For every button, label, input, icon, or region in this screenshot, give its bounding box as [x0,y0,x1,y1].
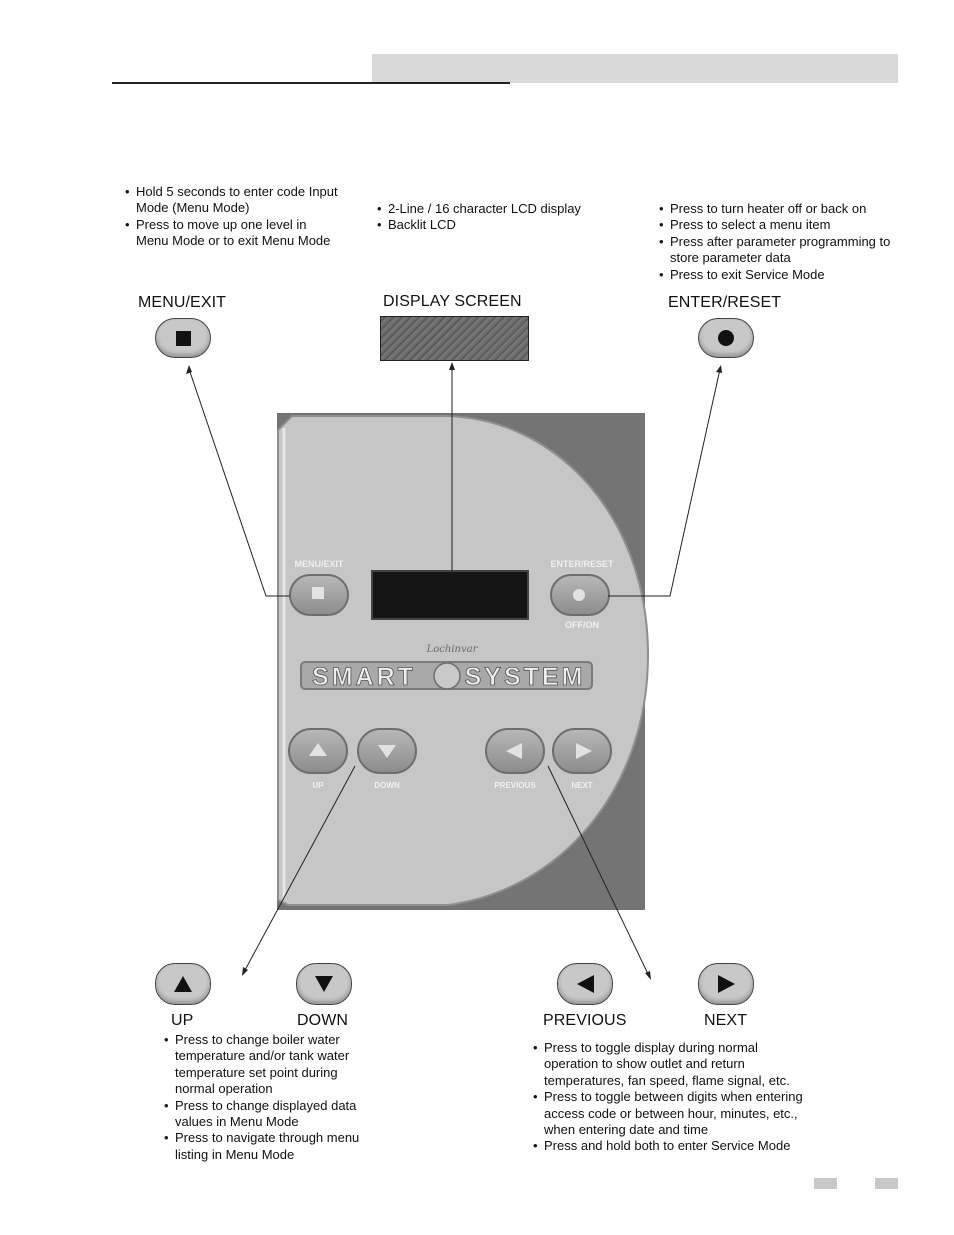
enter-reset-notes: Press to turn heater off or back on Pres… [659,201,899,283]
next-button[interactable] [698,963,754,1005]
note-item: Press to turn heater off or back on [659,201,899,218]
up-down-notes: Press to change boiler water temperature… [164,1032,376,1163]
menu-exit-label: MENU/EXIT [138,294,227,311]
logo-smart-text: SMART [312,663,416,691]
enter-reset-label: ENTER/RESET [668,294,782,311]
panel-square-icon [312,587,324,599]
logo-script-text: Lochinvar [426,644,479,655]
menu-exit-button[interactable] [155,318,211,358]
note-item: Press to change displayed data values in… [164,1098,376,1131]
panel-circle-icon [573,589,585,601]
note-item: Press to change boiler water temperature… [164,1032,376,1098]
panel-up-text: UP [312,781,324,790]
panel-down-icon [378,745,396,758]
note-item: Press after parameter programming to sto… [659,234,899,267]
display-screen [380,316,529,361]
circle-icon [718,330,734,346]
enter-reset-button[interactable] [698,318,754,358]
left-triangle-icon [576,975,594,993]
note-item: Press to toggle between digits when ente… [533,1089,815,1138]
next-label: NEXT [704,1012,748,1029]
note-item: Press to move up one level in Menu Mode … [125,217,340,250]
leader-enter-reset [608,368,721,597]
right-triangle-icon [717,975,735,993]
down-button[interactable] [296,963,352,1005]
header-bar [372,54,898,83]
note-item: Backlit LCD [377,217,617,234]
panel-previous-text: PREVIOUS [494,781,536,790]
leader-arrowheads [186,362,722,980]
leader-updown [243,765,356,973]
logo-system-text: SYSTEM [465,663,586,691]
panel-down-text: DOWN [374,781,400,790]
display-screen-label: DISPLAY SCREEN [383,293,522,310]
up-label: UP [171,1012,194,1029]
note-item: Press to select a menu item [659,217,899,234]
leader-menu-exit [188,368,290,597]
panel-face [277,415,650,906]
square-icon [175,330,191,346]
panel-next-text: NEXT [571,781,592,790]
note-item: Press to exit Service Mode [659,267,899,284]
panel-previous-icon [506,743,522,759]
panel-menu-exit-text: MENU/EXIT [294,559,344,569]
logo-emblem-icon [433,662,461,690]
footer-tab-left [814,1178,837,1189]
panel-off-on-text: OFF/ON [565,620,599,630]
leader-lines [188,366,721,977]
note-item: Press to toggle display during normal op… [533,1040,815,1089]
previous-button[interactable] [557,963,613,1005]
note-item: Press to navigate through menu listing i… [164,1130,376,1163]
panel-enter-reset-text: ENTER/RESET [550,559,614,569]
panel-next-icon [576,743,592,759]
note-item: Press and hold both to enter Service Mod… [533,1138,815,1155]
up-button[interactable] [155,963,211,1005]
previous-label: PREVIOUS [543,1012,627,1029]
down-triangle-icon [315,976,333,992]
up-triangle-icon [174,976,192,992]
leader-prevnext [547,765,650,977]
previous-next-notes: Press to toggle display during normal op… [533,1040,815,1155]
panel-up-icon [309,743,327,756]
note-item: Hold 5 seconds to enter code Input Mode … [125,184,340,217]
menu-exit-notes: Hold 5 seconds to enter code Input Mode … [125,184,340,250]
display-notes: 2-Line / 16 character LCD display Backli… [377,201,617,234]
note-item: 2-Line / 16 character LCD display [377,201,617,218]
header-rule [112,82,510,84]
footer-tab-right [875,1178,898,1189]
down-label: DOWN [297,1012,349,1029]
panel-lcd [371,570,529,620]
